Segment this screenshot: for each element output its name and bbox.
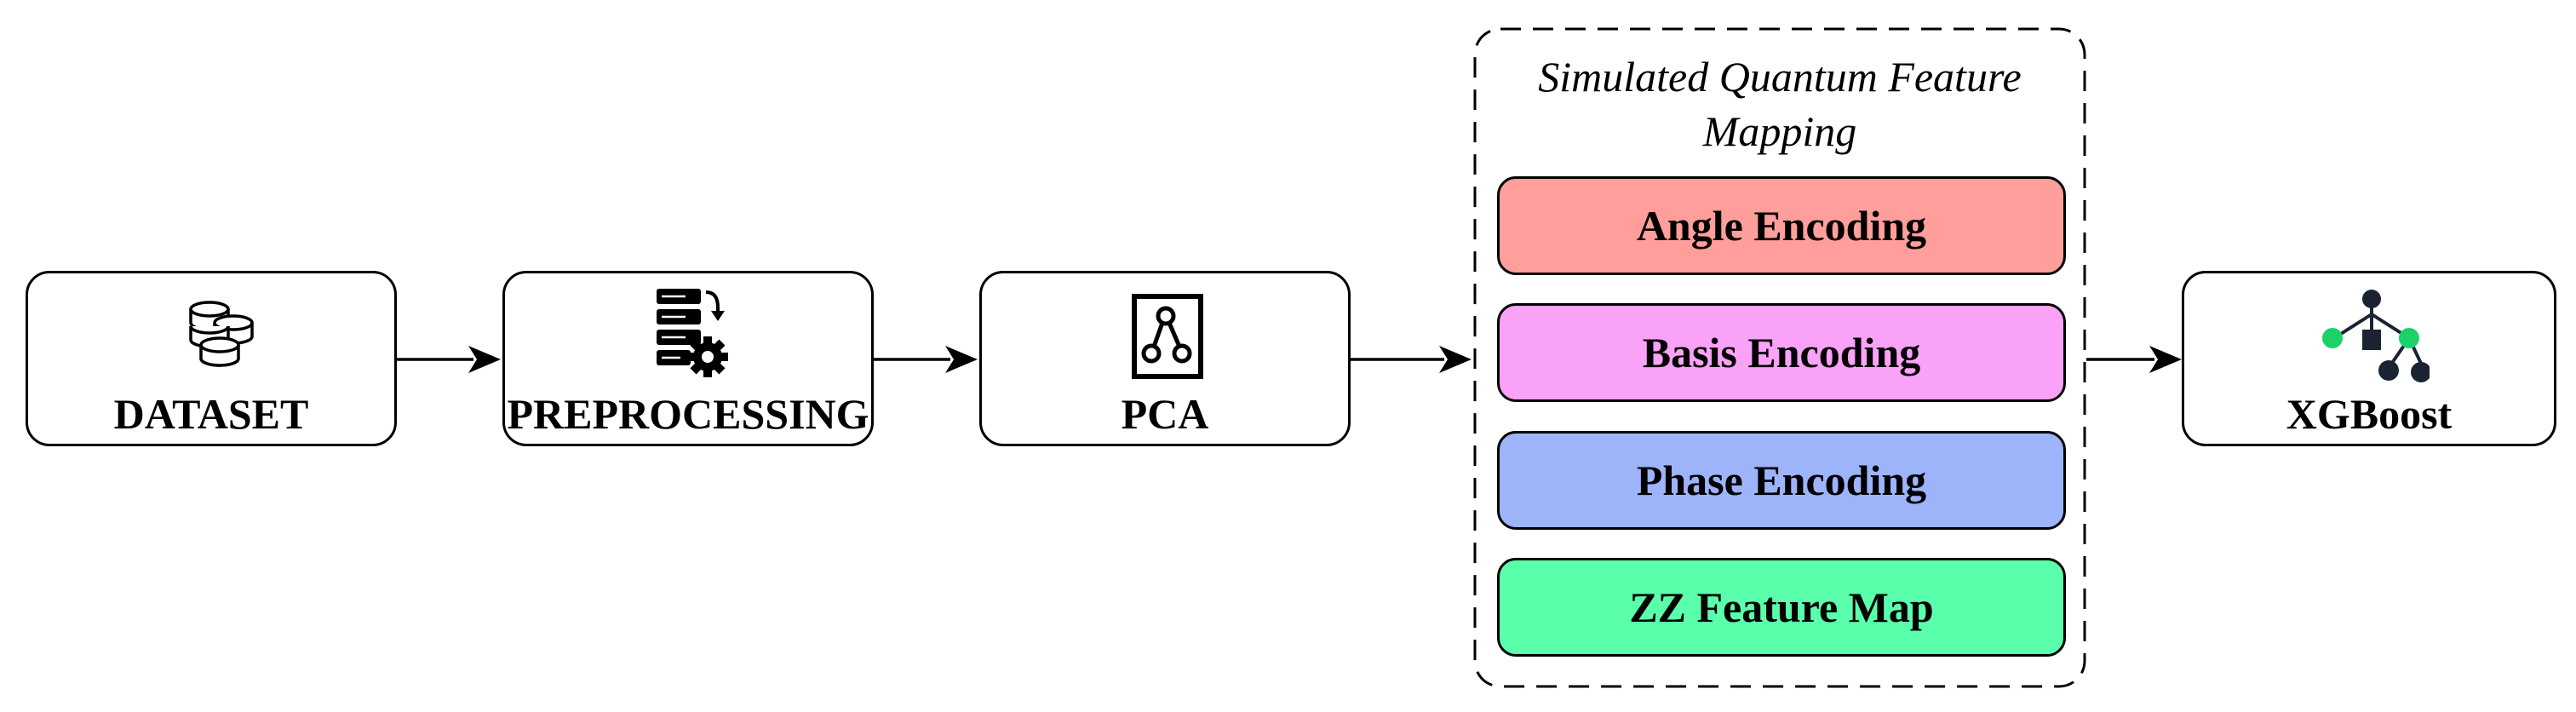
basis-encoding-box: Basis Encoding xyxy=(1497,303,2066,402)
dashed-group-border xyxy=(1473,27,2086,688)
arrow-dataset-to-preprocessing xyxy=(397,346,501,373)
dataset-label: DATASET xyxy=(113,390,309,438)
angle-encoding-box: Angle Encoding xyxy=(1497,176,2066,275)
arrow-pca-to-quantum-mapping xyxy=(1351,346,1472,373)
database-icon xyxy=(189,301,254,367)
zz-feature-map-box: ZZ Feature Map xyxy=(1497,558,2066,657)
server-gear-icon xyxy=(657,289,728,377)
arrow-quantum-mapping-to-xgboost xyxy=(2086,346,2182,373)
pca-label: PCA xyxy=(1121,390,1209,438)
group-title: Simulated Quantum Feature Mapping xyxy=(1538,53,2022,155)
xgboost-node: XGBoost xyxy=(2182,271,2556,446)
tree-icon xyxy=(2322,290,2430,382)
quantum-feature-mapping-group: Simulated Quantum Feature Mapping Angle … xyxy=(1473,27,2086,688)
preprocessing-node: PREPROCESSING xyxy=(502,271,874,446)
arrow-preprocessing-to-pca xyxy=(874,346,978,373)
xgboost-label: XGBoost xyxy=(2286,390,2453,438)
phase-encoding-box: Phase Encoding xyxy=(1497,431,2066,530)
node-graph-icon xyxy=(1132,294,1203,379)
pca-node: PCA xyxy=(979,271,1351,446)
dataset-node: DATASET xyxy=(26,271,397,446)
preprocessing-label: PREPROCESSING xyxy=(507,390,869,438)
